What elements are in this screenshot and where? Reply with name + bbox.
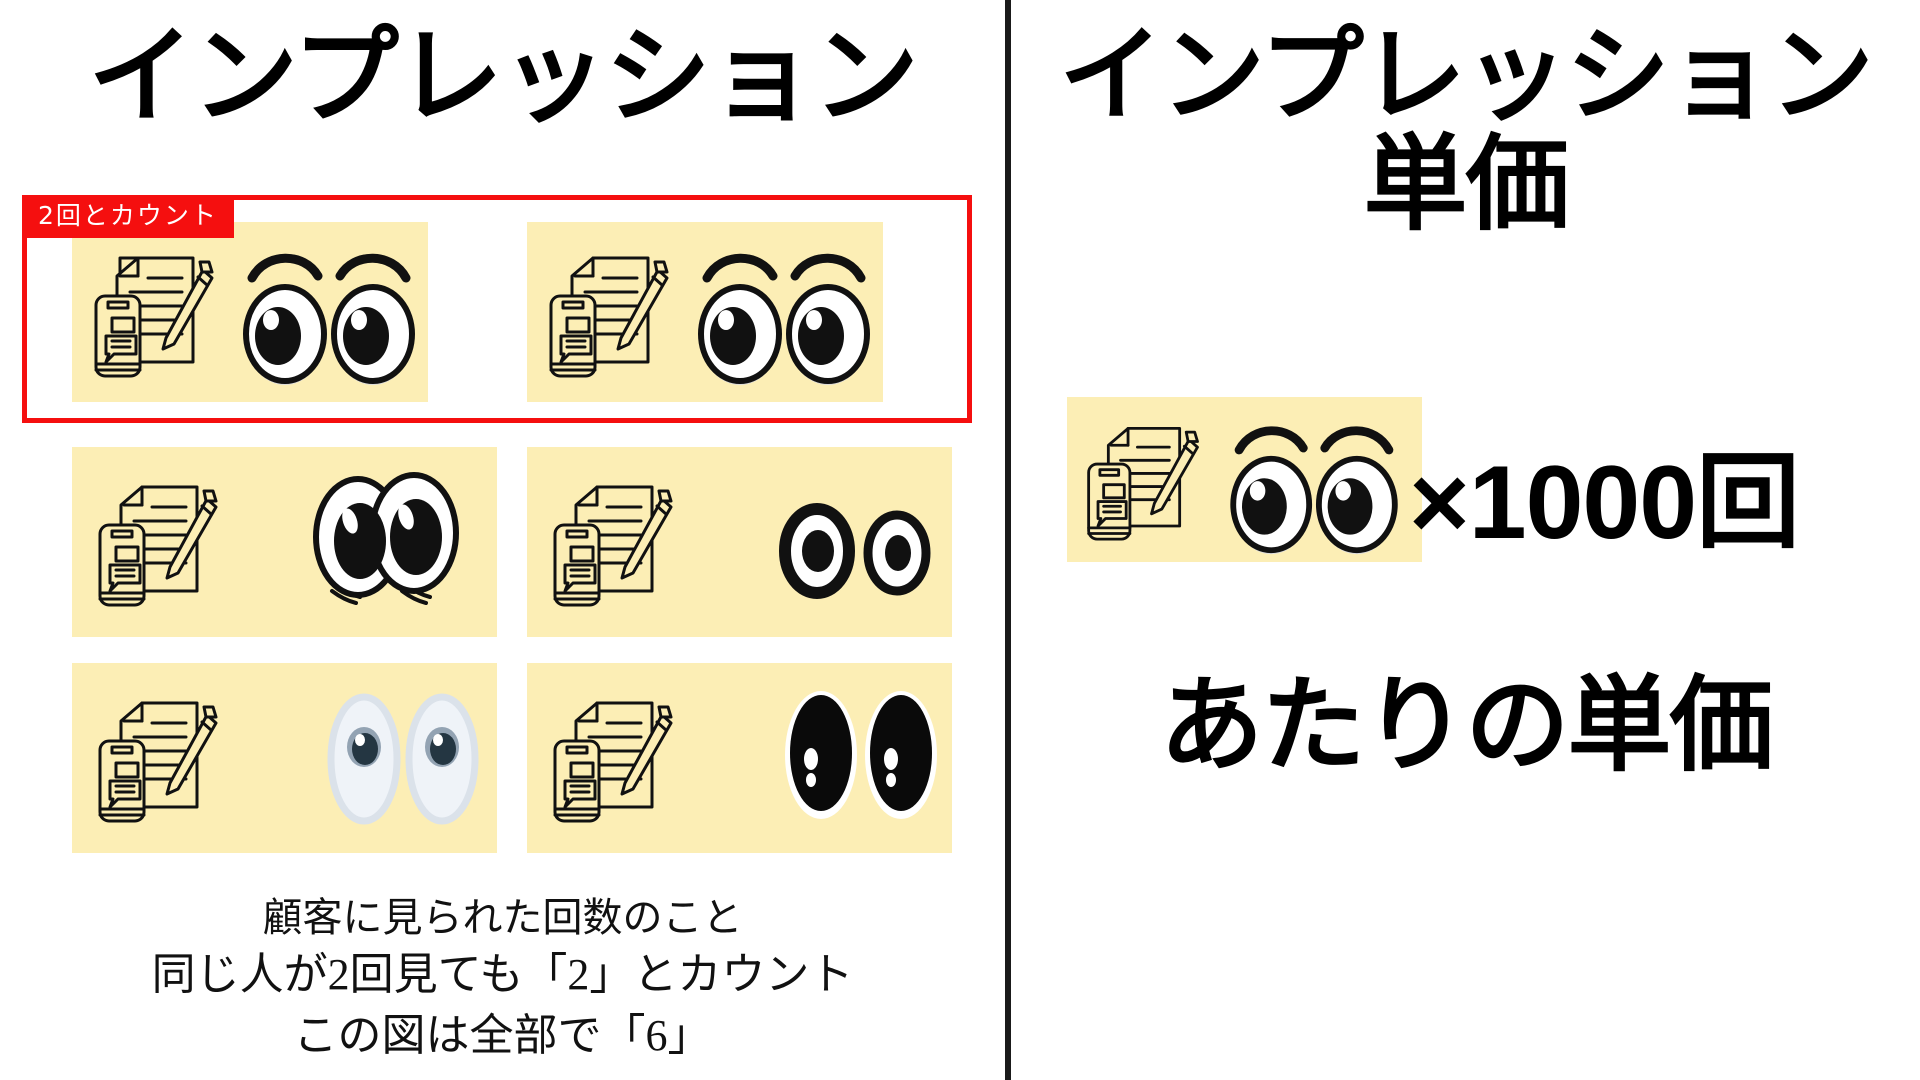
impression-unit-card (1067, 397, 1422, 562)
eyes-pale-sleepy-icon (327, 693, 479, 825)
impression-cell-4 (527, 447, 952, 637)
caption-line-2: 同じ人が2回見ても「2」とカウント (151, 950, 854, 1000)
document-pen-icon (98, 701, 218, 823)
impression-cell-3 (72, 447, 497, 637)
impression-cell-2 (527, 222, 883, 402)
document-pen-icon (98, 485, 218, 607)
document-pen-icon (553, 485, 673, 607)
right-title-line-1: インプレッション (1059, 18, 1874, 134)
eyes-small-outline-icon (779, 503, 931, 599)
right-panel-title: インプレッション 単価 (1011, 21, 1920, 244)
left-panel: インプレッション (0, 0, 1005, 1067)
impression-cell-6 (527, 663, 952, 853)
caption-line-1: 顧客に見られた回数のこと (262, 895, 743, 940)
eyes-big-shiny-icon (313, 472, 459, 605)
panel-divider (1005, 0, 1011, 1080)
left-panel-title: インプレッション (88, 18, 919, 136)
left-panel-captions: 顧客に見られた回数のこと 同じ人が2回見ても「2」とカウント この図は全部で「6… (0, 890, 1005, 1067)
eyes-wide-open-icon (1230, 426, 1398, 555)
multiplier-text: ×1000回 (1409, 445, 1800, 561)
right-panel: インプレッション 単価 (1011, 0, 1920, 1080)
eyes-wide-open-icon (698, 253, 870, 385)
document-pen-icon (553, 701, 673, 823)
impression-grid (0, 0, 1005, 880)
caption-line-3: この図は全部で「6」 (293, 1010, 712, 1060)
document-pen-icon (549, 256, 669, 378)
document-pen-icon (94, 256, 214, 378)
count-badge: 2回とカウント (22, 195, 234, 238)
impression-cell-5 (72, 663, 497, 853)
unit-price-text: あたりの単価 (1159, 668, 1773, 784)
count-highlight-box: 2回とカウント (22, 195, 972, 423)
eyes-wide-open-icon (243, 253, 415, 385)
right-title-line-2: 単価 (1363, 127, 1569, 244)
eyes-solid-black-icon (785, 691, 937, 819)
document-pen-icon (1087, 426, 1199, 541)
impression-cell-1 (72, 222, 428, 402)
